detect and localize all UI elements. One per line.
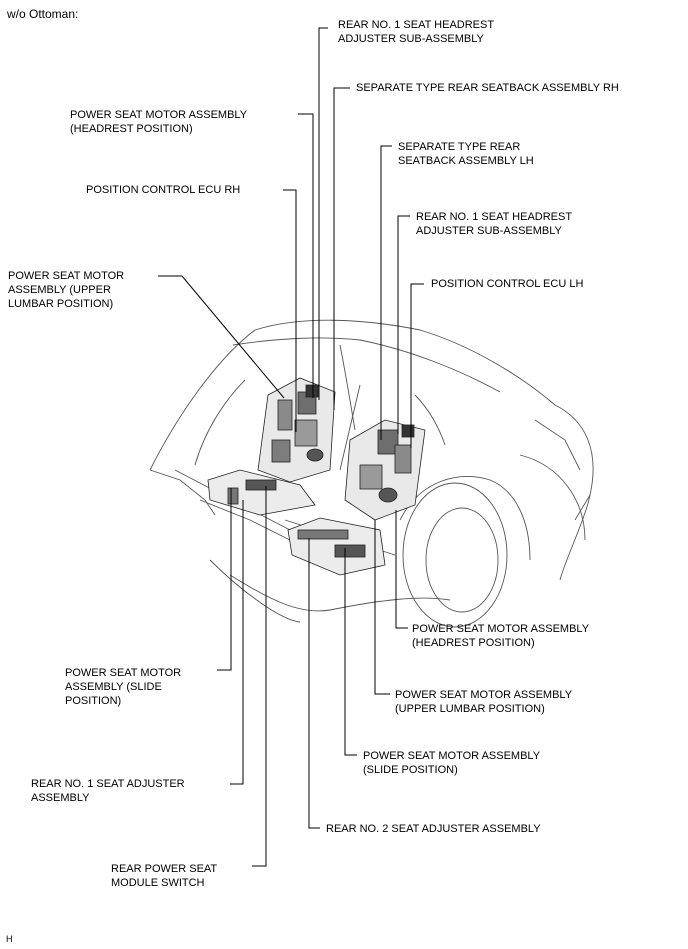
label-headrest-adjuster-lh: REAR NO. 1 SEAT HEADREST ADJUSTER SUB-AS… <box>416 211 573 237</box>
leader-motor-headrest-rh <box>298 113 314 398</box>
rear-seat-rh-illustration <box>207 377 336 516</box>
leader-lines <box>158 27 424 867</box>
label-motor-headrest-lh: POWER SEAT MOTOR ASSEMBLY (HEADREST POSI… <box>412 623 590 649</box>
label-motor-headrest-rh: POWER SEAT MOTOR ASSEMBLY (HEADREST POSI… <box>70 109 248 135</box>
label-motor-slide-rh: POWER SEAT MOTOR ASSEMBLY (SLIDE POSITIO… <box>65 667 182 707</box>
leader-headrest-adjuster-rh <box>318 27 328 400</box>
leader-motor-slide-lh <box>344 548 357 756</box>
label-seat-adjuster-no2: REAR NO. 2 SEAT ADJUSTER ASSEMBLY <box>326 823 541 835</box>
leader-seat-adjuster-no2 <box>308 538 320 829</box>
label-motor-slide-lh: POWER SEAT MOTOR ASSEMBLY (SLIDE POSITIO… <box>363 750 541 776</box>
leader-motor-headrest-lh <box>395 510 408 629</box>
label-ecu-rh: POSITION CONTROL ECU RH <box>86 184 241 196</box>
label-module-switch: REAR POWER SEAT MODULE SWITCH <box>111 863 218 889</box>
leader-module-switch <box>252 486 267 867</box>
leader-seatback-rh <box>333 87 350 410</box>
label-seat-adjuster-no1: REAR NO. 1 SEAT ADJUSTER ASSEMBLY <box>31 778 185 804</box>
label-seatback-rh: SEPARATE TYPE REAR SEATBACK ASSEMBLY RH <box>356 82 619 94</box>
rear-seat-lh-illustration <box>287 419 426 576</box>
leader-headrest-adjuster-lh <box>397 215 410 434</box>
label-ecu-lh: POSITION CONTROL ECU LH <box>431 278 584 290</box>
label-motor-upper-lumbar-lh: POWER SEAT MOTOR ASSEMBLY (UPPER LUMBAR … <box>395 689 573 715</box>
footer-code: H <box>6 934 13 944</box>
leader-ecu-rh <box>283 189 297 432</box>
leader-ecu-lh <box>410 283 424 448</box>
leader-motor-upper-lumbar-rh <box>158 275 285 399</box>
leader-seat-adjuster-no1 <box>230 500 244 785</box>
leader-motor-slide-rh <box>217 488 232 671</box>
label-headrest-adjuster-rh: REAR NO. 1 SEAT HEADREST ADJUSTER SUB-AS… <box>338 19 495 45</box>
label-seatback-lh: SEPARATE TYPE REAR SEATBACK ASSEMBLY LH <box>398 141 534 167</box>
diagram-title: w/o Ottoman: <box>7 7 79 21</box>
leader-motor-upper-lumbar-lh <box>374 520 390 695</box>
leader-seatback-lh <box>380 145 392 440</box>
label-motor-upper-lumbar-rh: POWER SEAT MOTOR ASSEMBLY (UPPER LUMBAR … <box>8 270 125 310</box>
